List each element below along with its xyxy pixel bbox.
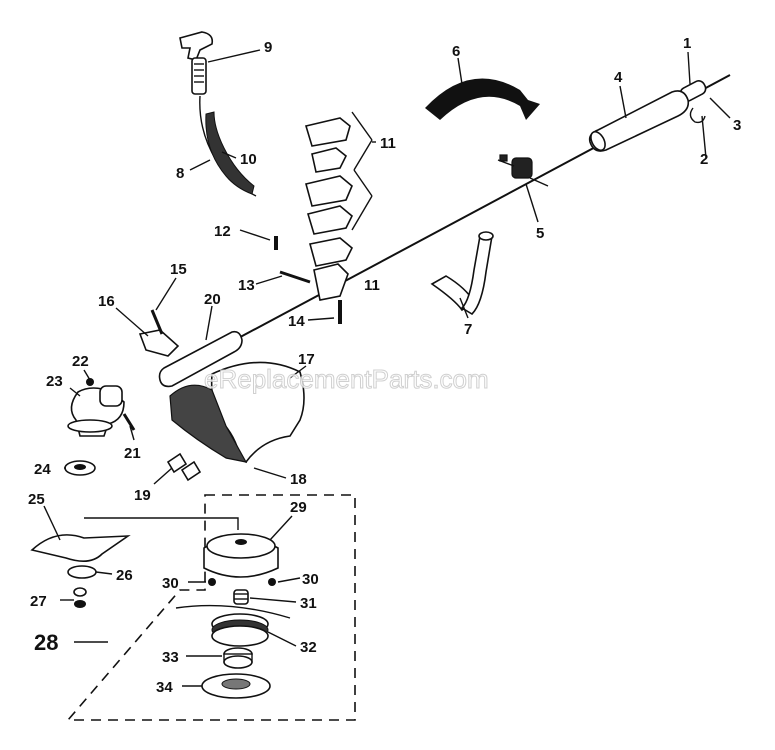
part-33-eyelet [223, 647, 253, 669]
callout-30-right: 30 [302, 571, 319, 588]
callout-1: 1 [683, 35, 691, 52]
callout-23: 23 [46, 373, 63, 390]
callout-29: 29 [290, 499, 307, 516]
part-13-screw [279, 270, 311, 284]
part-15-screw [150, 309, 164, 335]
callout-15: 15 [170, 261, 187, 278]
part-5-clamp [497, 154, 549, 187]
part-21-screw [122, 413, 136, 431]
callout-7: 7 [464, 321, 472, 338]
callout-33: 33 [162, 649, 179, 666]
callout-5: 5 [536, 225, 544, 242]
leader-lines [43, 49, 731, 687]
part-26-washer [67, 565, 97, 579]
callout-14: 14 [288, 313, 305, 330]
part-30-button-left [208, 578, 216, 586]
callout-24: 24 [34, 461, 51, 478]
part-2-clip [689, 107, 706, 124]
part-27-nut [73, 587, 87, 608]
callout-31: 31 [300, 595, 317, 612]
callout-26: 26 [116, 567, 133, 584]
callout-12: 12 [214, 223, 231, 240]
part-19-clips [166, 452, 202, 482]
assembly-leader [84, 517, 239, 530]
part-6-strap [425, 78, 540, 120]
callout-11-lower: 11 [364, 277, 380, 294]
callout-32: 32 [300, 639, 317, 656]
callout-13: 13 [238, 277, 255, 294]
part-23-gearhead [67, 385, 125, 437]
watermark: eReplacementParts.com [204, 364, 489, 394]
callout-28: 28 [34, 630, 58, 655]
part-32-spool [175, 604, 291, 647]
callout-21: 21 [124, 445, 141, 462]
part-9-throttle-trigger [179, 31, 214, 95]
callout-3: 3 [733, 117, 741, 134]
callout-25: 25 [28, 491, 45, 508]
part-25-blade [30, 534, 131, 562]
callout-4: 4 [614, 69, 623, 86]
callout-30-left: 30 [162, 575, 179, 592]
callout-8: 8 [176, 165, 184, 182]
callout-9: 9 [264, 39, 272, 56]
part-16-bracket [138, 329, 180, 357]
callout-10: 10 [240, 151, 257, 168]
callout-27: 27 [30, 593, 47, 610]
part-30-button-right [268, 578, 276, 586]
part-7-handle [430, 231, 494, 316]
part-11-housing-stack [304, 111, 373, 301]
callout-18: 18 [290, 471, 307, 488]
callout-2: 2 [700, 151, 708, 168]
callout-20: 20 [204, 291, 221, 308]
part-31-spring [233, 589, 249, 605]
callout-19: 19 [134, 487, 151, 504]
callout-22: 22 [72, 353, 89, 370]
part-34-base [201, 673, 271, 699]
callout-16: 16 [98, 293, 115, 310]
part-24-washer [64, 460, 96, 476]
callout-6: 6 [452, 43, 460, 60]
callout-17: 17 [298, 351, 315, 368]
part-22-screw [86, 378, 94, 386]
part-4-grip [588, 90, 690, 152]
part-20-tube [158, 330, 243, 388]
part-29-spool-cover [203, 533, 279, 578]
callout-11-upper: 11 [380, 135, 396, 152]
part-10-boot [205, 111, 255, 195]
part-17-guard-shield [169, 361, 305, 464]
callout-34: 34 [156, 679, 173, 696]
callout-labels: 1 2 3 4 5 6 7 8 9 10 11 11 12 13 14 15 1… [28, 35, 741, 696]
trimmer-head-kit-box [66, 494, 356, 721]
